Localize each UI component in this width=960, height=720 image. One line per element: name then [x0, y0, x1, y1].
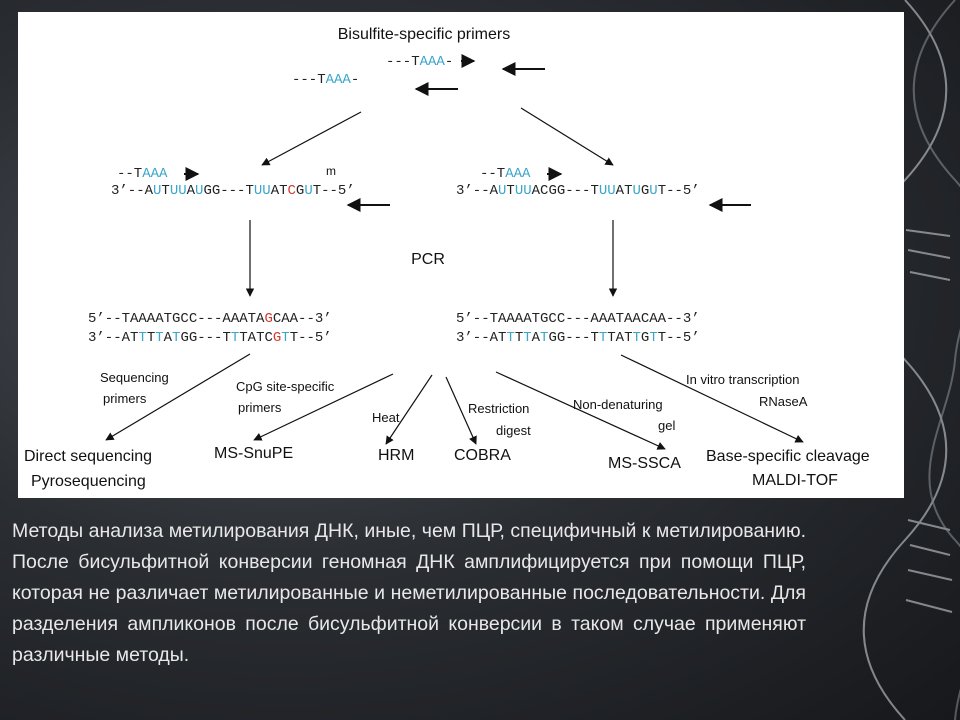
right-primer: --TAAA: [480, 166, 531, 182]
outcome-direct-sequencing: Direct sequencing Pyrosequencing: [24, 448, 157, 490]
outcome-cobra: COBRA: [454, 447, 511, 464]
arrow-direct-sequencing: [105, 353, 251, 441]
left-product-bottom: 3’--ATTTTATGG---TTTATCGTT--5’: [88, 330, 332, 346]
pcr-label: PCR: [411, 251, 445, 268]
right-product-top: 5’--TAAAATGCC---AAATAACAA--3’: [456, 311, 700, 327]
arrow-base-specific: [620, 354, 804, 443]
label-restriction-digest: Restriction digest: [468, 401, 533, 438]
label-non-denaturing-gel: Non-denaturing gel: [573, 397, 675, 433]
primer-top-right: ---TAAA-: [386, 54, 453, 70]
methylation-figure: Bisulfite-specific primers ---TAAA- ---T…: [18, 12, 904, 498]
outcome-ms-ssca: MS-SSCA: [608, 455, 681, 472]
figure-title: Bisulfite-specific primers: [338, 26, 510, 43]
left-product-top: 5’--TAAAATGCC---AAATAGCAA--3’: [88, 311, 332, 327]
label-heat: Heat: [372, 410, 400, 425]
label-cpg-primers: CpG site-specific primers: [236, 379, 338, 415]
arrow-to-right-branch: [520, 107, 614, 166]
outcome-ms-snupe: MS-SnuPE: [214, 445, 293, 462]
methyl-mark: m: [326, 164, 336, 178]
label-in-vitro: In vitro transcription RNaseA: [686, 372, 808, 409]
primer-top-left: ---TAAA-: [292, 72, 359, 88]
right-product-bottom: 3’--ATTTTATGG---TTTATTGTT--5’: [456, 330, 700, 346]
outcome-base-specific: Base-specific cleavage MALDI-TOF: [706, 448, 874, 489]
arrow-ms-snupe: [253, 373, 394, 441]
arrow-cobra: [445, 376, 477, 445]
outcome-hrm: HRM: [378, 447, 414, 464]
slide-caption: Методы анализа метилирования ДНК, иные, …: [12, 520, 806, 666]
figure-diagram: Bisulfite-specific primers ---TAAA- ---T…: [24, 26, 874, 490]
label-sequencing-primers: Sequencing primers: [100, 370, 172, 406]
arrow-ms-ssca: [495, 371, 666, 450]
right-strand: 3’--AUTUUACGG---TUUATUGUT--5’: [456, 183, 700, 199]
arrow-hrm: [385, 374, 433, 445]
left-strand: 3’--AUTUUAUGG---TUUATCGUT--5’: [111, 183, 355, 199]
left-primer: --TAAA: [117, 166, 168, 182]
arrow-to-left-branch: [261, 111, 362, 166]
